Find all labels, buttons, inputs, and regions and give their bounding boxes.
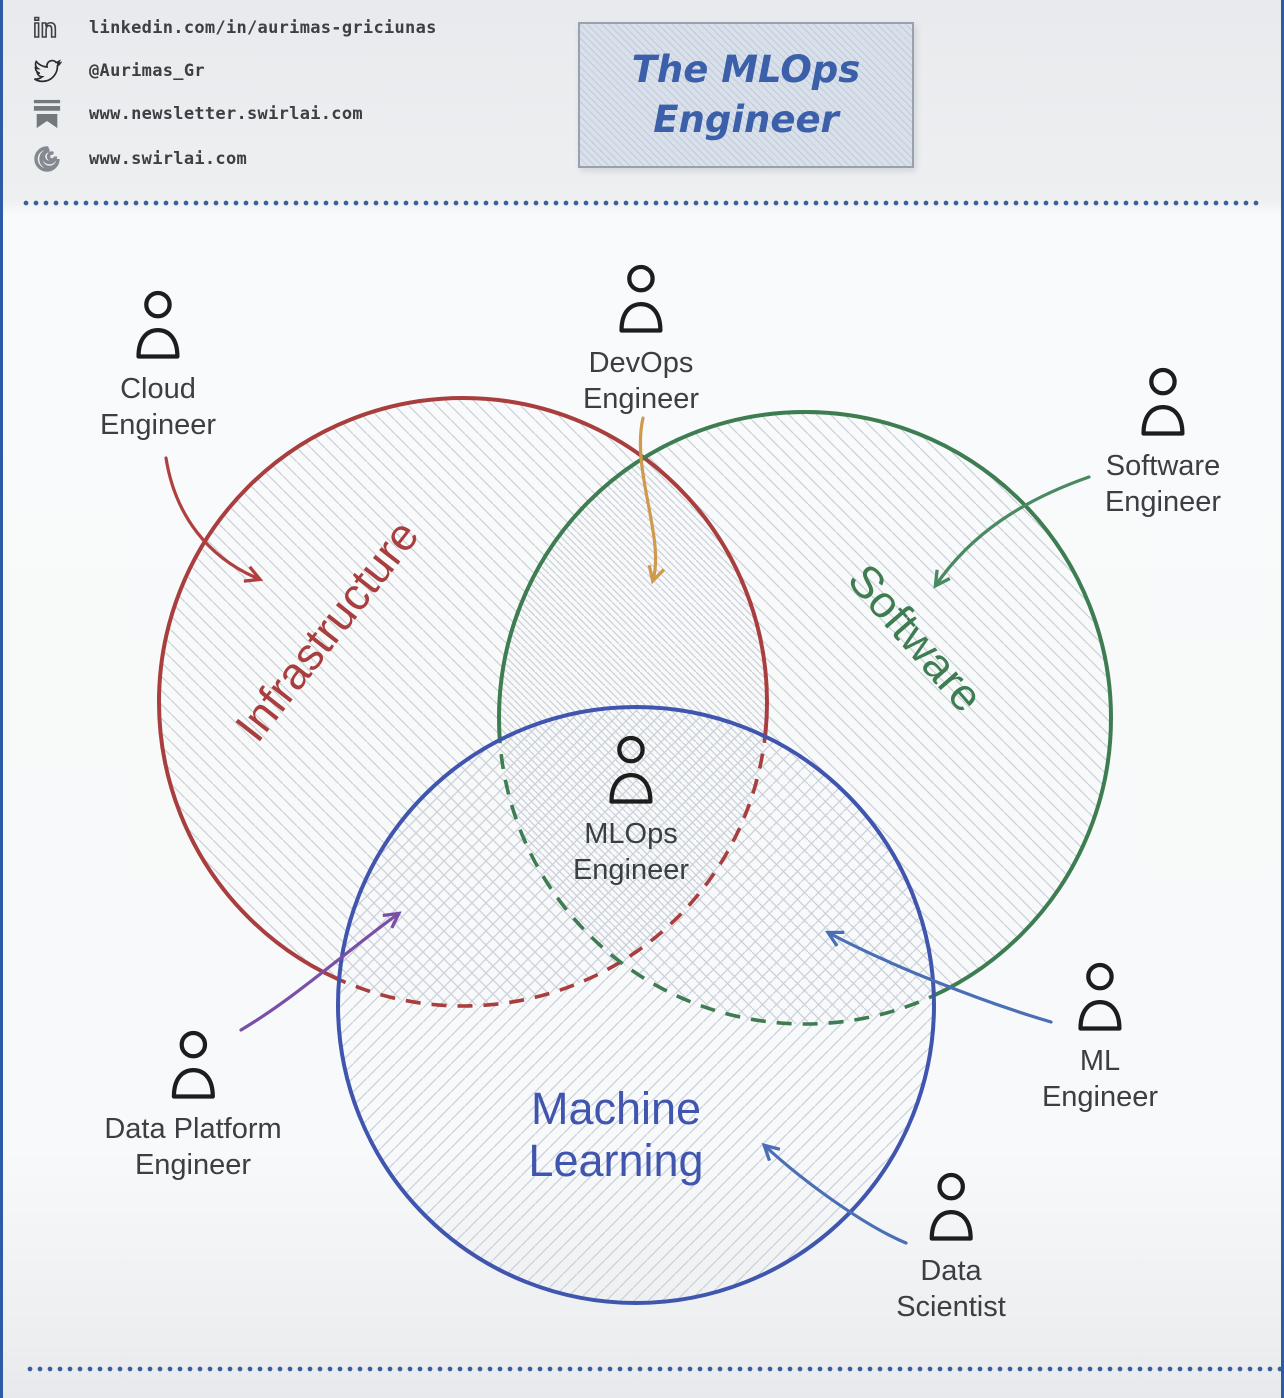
machine-learning-circle [336,705,936,1305]
twitter-link[interactable]: @Aurimas_Gr [29,51,205,91]
software-engineer-arrow [933,475,1091,589]
page-title-line2: Engineer [653,98,839,141]
person-icon [136,290,180,359]
linkedin-url: linkedin.com/in/aurimas-griciunas [89,18,437,38]
newsletter-url: www.newsletter.swirlai.com [89,104,363,124]
linkedin-icon: in [29,10,65,46]
venn-diagram: Infrastructure Software Machine Learning [157,396,1113,1305]
software-circle-dashed [497,410,1113,1026]
cloud-engineer-arrow [164,456,264,583]
twitter-handle: @Aurimas_Gr [89,61,205,81]
circle-label-machine-learning-line2: Learning [528,1135,703,1186]
data-scientist-arrow [761,1142,908,1245]
person-icon [609,735,653,804]
person-icon [171,1030,215,1099]
infrastructure-circle-dashed [157,396,769,1008]
title-box: The MLOps Engineer [578,22,914,168]
swirl-icon [29,141,65,177]
linkedin-link[interactable]: in linkedin.com/in/aurimas-griciunas [29,8,437,48]
devops-engineer-arrow [638,416,666,585]
person-icon [1141,367,1185,436]
dotted-separator-bottom [27,1366,1281,1372]
twitter-icon [29,53,65,89]
person-icon [1078,962,1122,1031]
newsletter-link[interactable]: www.newsletter.swirlai.com [29,94,363,134]
person-icon [619,264,663,333]
person-icon [929,1172,973,1241]
svg-text:in: in [33,13,57,43]
machine-learning-circle-fill [338,707,934,1303]
website-url: www.swirlai.com [89,149,248,169]
page-title-line1: The MLOps [631,48,861,92]
newsletter-icon [29,96,65,132]
dotted-separator-top [23,200,1261,206]
ml-engineer-arrow [824,930,1053,1024]
data-platform-engineer-arrow [239,911,402,1032]
website-link[interactable]: www.swirlai.com [29,139,247,179]
circle-label-machine-learning-line1: Machine [531,1083,701,1134]
